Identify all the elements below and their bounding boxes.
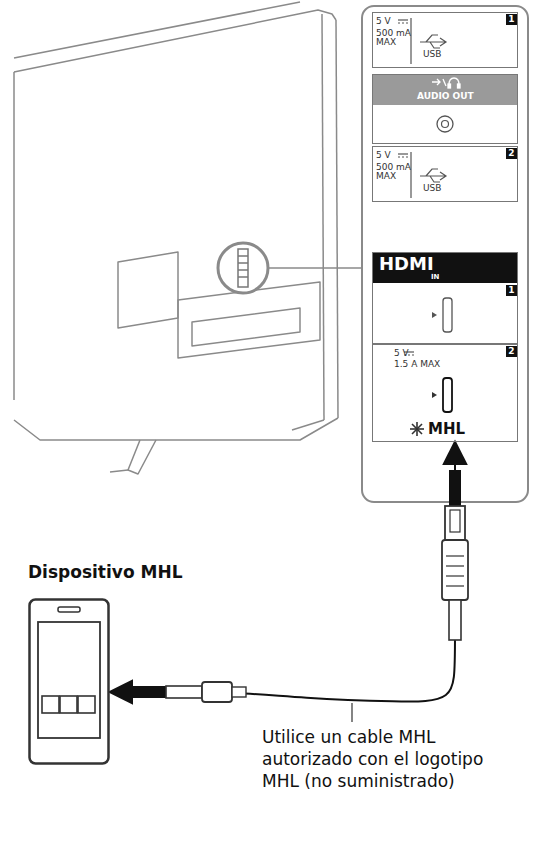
port-label: USB [423, 50, 441, 59]
port-label: 2 [506, 148, 517, 159]
port-label: USB [423, 184, 441, 193]
port-label: 500 mA MAX [376, 29, 412, 48]
hdmi-mhl-port-box: 2 5 V 1.5 A MAX MHL [372, 344, 518, 442]
port-label: AUDIO OUT [417, 92, 474, 101]
port-label: 1.5 A MAX [394, 360, 440, 369]
usb-port-box: 5 V 500 mA MAX 1USB [372, 12, 518, 68]
port-label: 500 mA MAX [376, 163, 412, 182]
hdmi-port-box: HDMIIN 1 [372, 252, 518, 344]
phone-outline [28, 598, 110, 765]
port-label: HDMI [379, 255, 434, 274]
port-label: 2 [506, 346, 517, 357]
device-heading: Dispositivo MHL [28, 564, 182, 582]
port-label: 1 [506, 14, 517, 25]
port-label: 5 V [376, 17, 391, 26]
port-label: IN [431, 274, 439, 281]
port-label: 5 V [394, 349, 409, 358]
port-label: 5 V [376, 151, 391, 160]
port-label: MHL [428, 422, 465, 438]
mhl-device: Dispositivo MHL [28, 598, 110, 765]
cable-note: Utilice un cable MHL autorizado con el l… [262, 726, 484, 792]
port-label: 1 [506, 285, 517, 296]
audio-out-box: AUDIO OUT [372, 74, 518, 144]
usb-port-box: 5 V 500 mA MAX 2USB [372, 146, 518, 202]
